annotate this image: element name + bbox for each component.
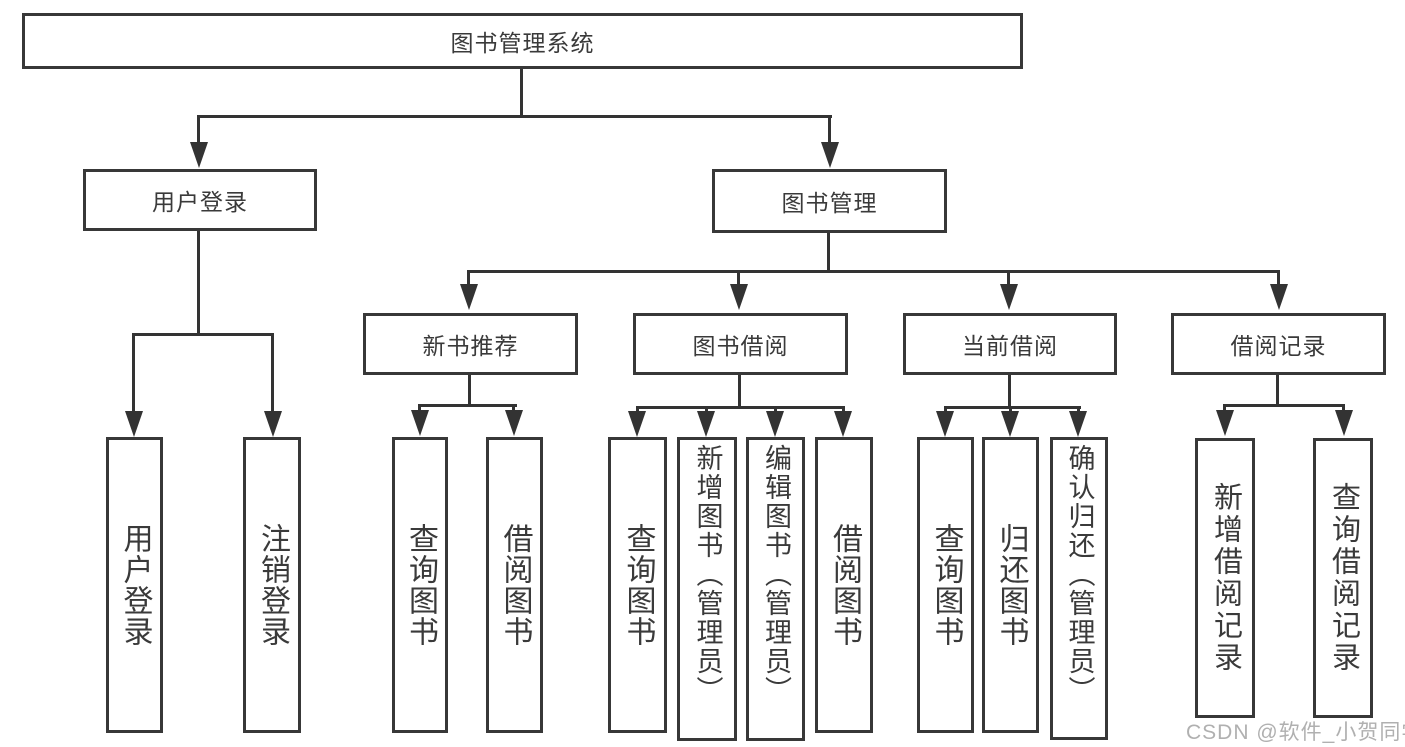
node-label: 新增借阅记录 bbox=[1209, 482, 1242, 674]
connector bbox=[197, 115, 832, 118]
connector bbox=[738, 375, 741, 408]
node-label: 查询图书 bbox=[929, 523, 963, 647]
node-borrow-books-action: 借阅图书 bbox=[815, 437, 873, 733]
arrowhead-down-icon bbox=[1000, 284, 1018, 310]
node-label: 借阅记录 bbox=[1230, 333, 1327, 359]
connector bbox=[1223, 404, 1226, 412]
connector bbox=[1223, 404, 1345, 407]
arrowhead-down-icon bbox=[730, 284, 748, 310]
arrowhead-down-icon bbox=[628, 411, 646, 437]
connector bbox=[271, 333, 274, 413]
node-label: 确认归还（管理员） bbox=[1064, 444, 1095, 705]
connector bbox=[1277, 270, 1280, 286]
node-borrow-books-recommend: 借阅图书 bbox=[486, 437, 543, 733]
arrowhead-down-icon bbox=[834, 411, 852, 437]
connector bbox=[636, 406, 639, 413]
node-add-book-admin: 新增图书（管理员） bbox=[677, 437, 737, 741]
arrowhead-down-icon bbox=[821, 142, 839, 168]
connector bbox=[944, 406, 947, 413]
node-label: 用户登录 bbox=[152, 189, 248, 215]
connector bbox=[197, 115, 200, 145]
node-label: 新增图书（管理员） bbox=[692, 444, 723, 705]
node-label: 图书借阅 bbox=[692, 333, 789, 359]
arrowhead-down-icon bbox=[936, 411, 954, 437]
node-label: 归还图书 bbox=[994, 523, 1028, 647]
arrowhead-down-icon bbox=[1001, 411, 1019, 437]
node-edit-book-admin: 编辑图书（管理员） bbox=[746, 437, 805, 741]
node-label: 注销登录 bbox=[256, 523, 289, 647]
node-add-borrow-record: 新增借阅记录 bbox=[1195, 438, 1255, 718]
node-logout: 注销登录 bbox=[243, 437, 301, 733]
arrowhead-down-icon bbox=[190, 142, 208, 168]
node-label: 查询图书 bbox=[404, 523, 437, 647]
node-label: 借阅图书 bbox=[498, 523, 532, 647]
node-label: 查询图书 bbox=[621, 523, 655, 647]
connector bbox=[636, 406, 845, 409]
connector bbox=[132, 333, 274, 336]
connector bbox=[827, 233, 830, 273]
arrowhead-down-icon bbox=[505, 410, 523, 436]
arrowhead-down-icon bbox=[1069, 411, 1087, 437]
connector bbox=[774, 406, 777, 413]
node-label: 图书管理 bbox=[781, 190, 878, 216]
arrowhead-down-icon bbox=[1335, 410, 1353, 436]
connector bbox=[1008, 375, 1011, 408]
node-query-books-recommend: 查询图书 bbox=[392, 437, 448, 733]
node-query-borrow-record: 查询借阅记录 bbox=[1313, 438, 1373, 718]
node-query-books-borrowing: 查询图书 bbox=[608, 437, 667, 733]
node-book-management: 图书管理 bbox=[712, 169, 947, 233]
arrowhead-down-icon bbox=[1216, 410, 1234, 436]
node-new-book-recommend: 新书推荐 bbox=[363, 313, 578, 375]
arrowhead-down-icon bbox=[697, 411, 715, 437]
node-library-system: 图书管理系统 bbox=[22, 13, 1023, 69]
connector bbox=[1077, 406, 1080, 413]
node-confirm-return-admin: 确认归还（管理员） bbox=[1050, 437, 1108, 740]
connector bbox=[1009, 406, 1012, 413]
node-label: 用户登录 bbox=[118, 523, 152, 647]
node-label: 图书管理系统 bbox=[450, 30, 595, 56]
connector bbox=[842, 406, 845, 413]
arrowhead-down-icon bbox=[1270, 284, 1288, 310]
arrowhead-down-icon bbox=[125, 411, 143, 437]
node-label: 编辑图书（管理员） bbox=[761, 444, 791, 705]
connector bbox=[197, 231, 200, 335]
csdn-watermark: CSDN @软件_小贺同学 bbox=[1186, 721, 1405, 744]
connector bbox=[737, 270, 740, 286]
connector bbox=[944, 406, 1081, 409]
node-query-books-current: 查询图书 bbox=[917, 437, 974, 733]
node-current-borrowing: 当前借阅 bbox=[903, 313, 1117, 375]
connector bbox=[467, 270, 1280, 273]
node-borrowing-records: 借阅记录 bbox=[1171, 313, 1386, 375]
connector bbox=[467, 270, 470, 286]
connector bbox=[132, 333, 135, 413]
node-label: 当前借阅 bbox=[962, 333, 1058, 359]
arrowhead-down-icon bbox=[411, 410, 429, 436]
node-user-login-action: 用户登录 bbox=[106, 437, 163, 733]
connector bbox=[705, 406, 708, 413]
node-book-borrowing: 图书借阅 bbox=[633, 313, 848, 375]
connector bbox=[418, 404, 421, 413]
node-label: 借阅图书 bbox=[828, 523, 861, 647]
arrowhead-down-icon bbox=[264, 411, 282, 437]
arrowhead-down-icon bbox=[460, 284, 478, 310]
node-user-login: 用户登录 bbox=[83, 169, 317, 231]
connector bbox=[520, 69, 523, 117]
connector bbox=[1342, 404, 1345, 412]
connector bbox=[512, 404, 515, 413]
node-label: 新书推荐 bbox=[422, 333, 519, 359]
connector bbox=[418, 404, 517, 407]
connector bbox=[1007, 270, 1010, 286]
connector bbox=[828, 115, 831, 145]
connector bbox=[468, 375, 471, 406]
arrowhead-down-icon bbox=[766, 411, 784, 437]
connector bbox=[1276, 375, 1279, 406]
node-return-book: 归还图书 bbox=[982, 437, 1039, 733]
node-label: 查询借阅记录 bbox=[1327, 482, 1360, 674]
